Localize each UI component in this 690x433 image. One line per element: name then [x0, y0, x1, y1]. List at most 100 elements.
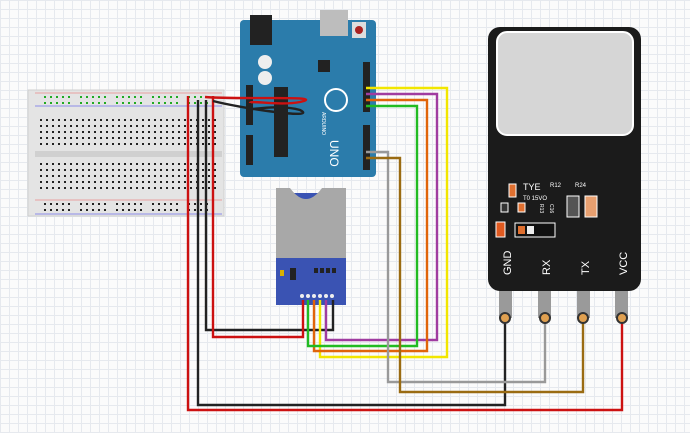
breadboard-hole: [160, 131, 162, 133]
breadboard-hole: [172, 125, 174, 127]
breadboard-hole: [92, 96, 94, 98]
breadboard-hole: [194, 209, 196, 211]
breadboard-hole: [80, 96, 82, 98]
breadboard-hole: [76, 187, 78, 189]
breadboard-hole: [130, 119, 132, 121]
breadboard-hole: [106, 119, 108, 121]
breadboard-hole: [112, 181, 114, 183]
breadboard-hole: [76, 181, 78, 183]
breadboard-hole: [82, 187, 84, 189]
breadboard-hole: [118, 119, 120, 121]
wire-pin3-gray[interactable]: [366, 150, 547, 384]
arduino-uno-board: UNO ARDUINO: [240, 10, 376, 177]
breadboard-hole: [88, 169, 90, 171]
breadboard-hole: [166, 169, 168, 171]
breadboard-hole: [128, 102, 130, 104]
wire-sd-vcc-red[interactable]: [211, 96, 305, 339]
breadboard-hole: [40, 119, 42, 121]
wire-arduino-gnd-black[interactable]: [212, 99, 305, 115]
wire-gnd-black[interactable]: [196, 100, 507, 407]
breadboard-hole: [112, 137, 114, 139]
breadboard-hole: [58, 131, 60, 133]
breadboard-hole: [154, 175, 156, 177]
breadboard-hole: [46, 187, 48, 189]
breadboard-hole: [118, 163, 120, 165]
breadboard-hole: [62, 209, 64, 211]
wire-arduino-5v-red[interactable]: [204, 95, 308, 105]
breadboard-hole: [98, 203, 100, 205]
breadboard-hole: [184, 163, 186, 165]
wire-pin12-purple[interactable]: [324, 92, 439, 342]
breadboard-hole: [86, 209, 88, 211]
sd-pin: [330, 294, 334, 298]
breadboard-hole: [190, 181, 192, 183]
breadboard-hole: [202, 125, 204, 127]
breadboard-hole: [112, 187, 114, 189]
wire-pin2-brown[interactable]: [366, 156, 585, 394]
breadboard-hole: [124, 119, 126, 121]
breadboard-hole: [82, 125, 84, 127]
breadboard-hole: [178, 163, 180, 165]
breadboard-hole: [154, 163, 156, 165]
breadboard-hole: [190, 187, 192, 189]
breadboard-hole: [68, 203, 70, 205]
breadboard-hole: [64, 143, 66, 145]
breadboard-hole: [70, 119, 72, 121]
wire-pin11-orange[interactable]: [312, 98, 429, 353]
breadboard-hole: [170, 96, 172, 98]
breadboard-hole: [64, 163, 66, 165]
breadboard-hole: [160, 169, 162, 171]
wire-vcc-red[interactable]: [186, 96, 624, 412]
breadboard-hole: [106, 137, 108, 139]
breadboard-hole: [64, 175, 66, 177]
breadboard-hole: [100, 175, 102, 177]
breadboard-hole: [202, 143, 204, 145]
breadboard-hole: [190, 131, 192, 133]
wire-sd-gnd-black[interactable]: [204, 100, 335, 332]
wire-pin10-green[interactable]: [306, 104, 419, 348]
breadboard-hole: [68, 96, 70, 98]
breadboard-hole: [190, 169, 192, 171]
breadboard-hole: [92, 203, 94, 205]
breadboard-hole: [130, 169, 132, 171]
arduino-uno-label: UNO: [327, 140, 341, 167]
breadboard-hole: [94, 137, 96, 139]
breadboard-hole: [130, 143, 132, 145]
wires: [186, 86, 624, 412]
breadboard-hole: [140, 209, 142, 211]
breadboard-hole: [170, 102, 172, 104]
breadboard-hole: [148, 119, 150, 121]
breadboard-hole: [142, 143, 144, 145]
sd-pin: [306, 294, 310, 298]
breadboard-hole: [44, 96, 46, 98]
breadboard-hole: [52, 125, 54, 127]
breadboard-hole: [184, 131, 186, 133]
breadboard-hole: [46, 125, 48, 127]
breadboard-hole: [172, 163, 174, 165]
breadboard-hole: [70, 131, 72, 133]
breadboard-hole: [92, 209, 94, 211]
breadboard-hole: [172, 119, 174, 121]
breadboard-hole: [208, 181, 210, 183]
breadboard-hole: [86, 203, 88, 205]
breadboard-hole: [214, 169, 216, 171]
breadboard-hole: [116, 96, 118, 98]
breadboard-hole: [52, 175, 54, 177]
breadboard-hole: [208, 125, 210, 127]
breadboard-hole: [94, 143, 96, 145]
breadboard-hole: [50, 96, 52, 98]
breadboard-hole: [164, 96, 166, 98]
breadboard-hole: [202, 119, 204, 121]
breadboard-hole: [160, 119, 162, 121]
breadboard-hole: [106, 175, 108, 177]
breadboard-hole: [70, 181, 72, 183]
breadboard-hole: [118, 175, 120, 177]
breadboard-hole: [202, 137, 204, 139]
wire-pin13-yellow[interactable]: [318, 86, 449, 359]
breadboard-hole: [46, 169, 48, 171]
breadboard-hole: [214, 131, 216, 133]
breadboard-hole: [166, 125, 168, 127]
breadboard-hole: [130, 181, 132, 183]
breadboard-hole: [104, 96, 106, 98]
sd-pin: [300, 294, 304, 298]
